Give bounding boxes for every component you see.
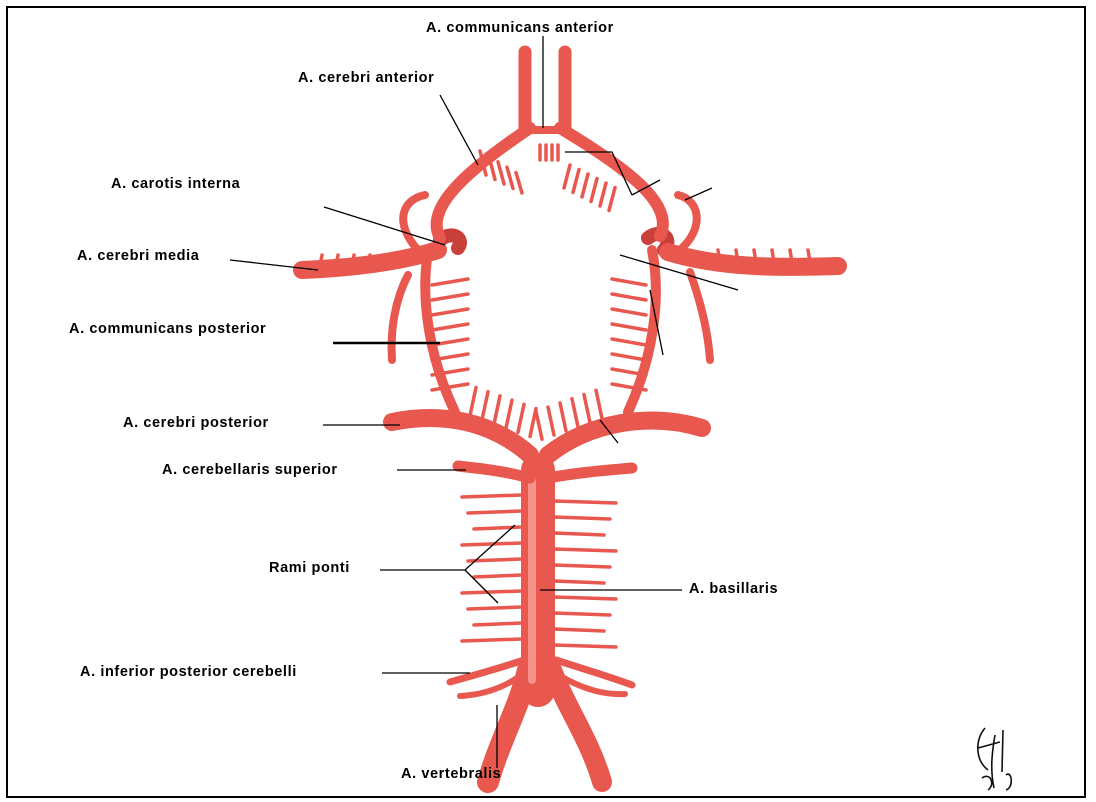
small-branch-57 xyxy=(600,183,606,206)
small-branch-0 xyxy=(462,495,522,497)
label-basillaris: A. basillaris xyxy=(689,581,778,597)
small-branch-52 xyxy=(516,173,522,193)
small-branch-29 xyxy=(572,399,578,427)
small-branch-6 xyxy=(462,543,522,545)
small-branch-24 xyxy=(518,404,524,432)
small-branch-66 xyxy=(736,250,738,262)
small-branch-60 xyxy=(336,255,338,266)
anterior-cerebral-left xyxy=(437,128,530,238)
small-branch-13 xyxy=(554,597,616,599)
small-branch-12 xyxy=(462,591,522,593)
small-branch-10 xyxy=(474,575,522,577)
small-branch-33 xyxy=(612,279,646,285)
small-branch-19 xyxy=(554,645,616,647)
small-branch-3 xyxy=(554,517,610,519)
label-cerebri-media: A. cerebri media xyxy=(77,248,199,264)
small-branch-4 xyxy=(474,527,522,529)
small-branch-22 xyxy=(494,396,500,424)
lateral-branch-right xyxy=(678,195,697,250)
small-branch-26 xyxy=(536,411,542,439)
label-carotis-interna: A. carotis interna xyxy=(111,176,240,192)
small-branch-58 xyxy=(609,188,615,211)
small-branch-70 xyxy=(808,250,810,262)
label-vertebralis: A. vertebralis xyxy=(401,766,501,782)
small-branch-18 xyxy=(462,639,522,641)
label-inferior-posterior-cerebelli: A. inferior posterior cerebelli xyxy=(80,664,297,680)
small-branch-68 xyxy=(772,250,774,262)
small-branch-30 xyxy=(584,395,590,423)
small-branch-11 xyxy=(554,581,604,583)
small-branch-1 xyxy=(554,501,616,503)
small-branch-54 xyxy=(573,170,579,193)
small-branch-59 xyxy=(320,255,322,266)
small-branch-53 xyxy=(564,165,570,188)
small-branch-37 xyxy=(612,309,646,315)
small-branch-5 xyxy=(554,533,604,535)
small-branch-62 xyxy=(368,255,370,266)
label-communicans-anterior: A. communicans anterior xyxy=(426,20,614,36)
small-branch-65 xyxy=(718,250,720,262)
posterior-cerebral-left xyxy=(392,418,530,455)
small-branch-67 xyxy=(754,250,756,262)
small-branch-16 xyxy=(474,623,522,625)
superior-cerebellar-left xyxy=(458,466,530,478)
small-branch-43 xyxy=(612,354,646,360)
small-branch-32 xyxy=(432,279,468,285)
lateral-branch-left xyxy=(403,195,425,250)
small-branch-64 xyxy=(400,255,402,266)
recurrent-branch-right xyxy=(690,272,710,360)
small-branch-63 xyxy=(384,255,386,266)
small-branch-55 xyxy=(582,174,588,197)
small-branch-36 xyxy=(432,309,468,315)
small-branch-28 xyxy=(560,403,566,431)
small-branch-27 xyxy=(548,407,554,435)
label-cerebellaris-superior: A. cerebellaris superior xyxy=(162,462,338,478)
posterior-cerebral-right xyxy=(548,421,702,455)
small-branch-23 xyxy=(506,400,512,428)
small-branch-56 xyxy=(591,179,597,202)
small-branch-35 xyxy=(612,294,646,300)
leader-lines xyxy=(230,36,738,768)
superior-cerebellar-right xyxy=(548,468,632,478)
small-branch-17 xyxy=(554,629,604,631)
label-cerebri-anterior: A. cerebri anterior xyxy=(298,70,434,86)
label-communicans-posterior: A. communicans posterior xyxy=(69,321,266,337)
small-branch-39 xyxy=(612,324,646,330)
recurrent-branch-left xyxy=(392,275,408,360)
small-branch-7 xyxy=(554,549,616,551)
small-branch-34 xyxy=(432,294,468,300)
small-branch-31 xyxy=(596,390,602,418)
small-branch-9 xyxy=(554,565,610,567)
small-branch-20 xyxy=(470,388,476,416)
small-branch-2 xyxy=(468,511,522,513)
signature-mark-icon xyxy=(978,728,1011,790)
small-branch-41 xyxy=(612,339,646,345)
label-cerebri-posterior: A. cerebri posterior xyxy=(123,415,269,431)
small-branch-21 xyxy=(482,392,488,420)
small-branch-15 xyxy=(554,613,610,615)
small-branch-50 xyxy=(498,162,504,184)
label-rami-ponti: Rami ponti xyxy=(269,560,350,576)
small-branch-38 xyxy=(432,324,468,330)
small-branch-61 xyxy=(352,255,354,266)
small-branch-69 xyxy=(790,250,792,262)
small-branch-14 xyxy=(468,607,522,609)
small-branch-51 xyxy=(507,167,513,188)
